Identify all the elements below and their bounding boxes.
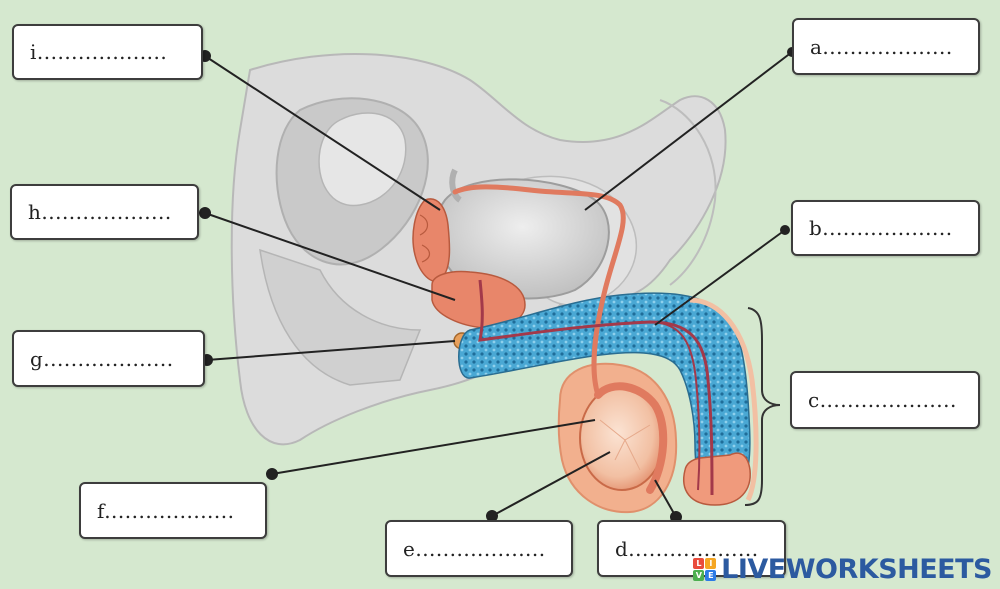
label-box-d[interactable]: d...................	[597, 520, 786, 577]
vas-deferens	[452, 184, 626, 398]
label-h-text: h...................	[28, 200, 172, 224]
leader-line-f	[271, 419, 596, 475]
label-b-text: b...................	[809, 216, 953, 240]
leader-line-b	[654, 229, 786, 326]
testis-lobules	[599, 419, 651, 471]
leader-line-i	[204, 55, 441, 211]
liveworksheets-logo-icon: L I V E	[693, 558, 717, 581]
watermark-text: LIVEWORKSHEETS	[721, 554, 992, 585]
leader-lines	[199, 47, 797, 523]
label-box-i[interactable]: i...................	[12, 24, 203, 80]
label-box-e[interactable]: e...................	[385, 520, 573, 577]
label-box-f[interactable]: f...................	[79, 482, 267, 539]
label-i-text: i...................	[30, 40, 168, 64]
leader-line-a	[584, 51, 793, 211]
seminal-vesicle-folds	[419, 214, 431, 263]
label-e-text: e...................	[403, 536, 546, 561]
label-box-g[interactable]: g...................	[12, 330, 205, 387]
prostate	[431, 270, 526, 329]
label-g-text: g...................	[30, 346, 174, 371]
label-box-h[interactable]: h...................	[10, 184, 199, 240]
foreskin-outline	[689, 297, 759, 502]
label-a-text: a...................	[810, 34, 953, 59]
leader-line-e	[491, 451, 611, 517]
leader-line-h	[204, 212, 456, 301]
label-box-a[interactable]: a...................	[792, 18, 980, 75]
label-box-b[interactable]: b...................	[791, 200, 980, 256]
label-f-text: f...................	[97, 498, 235, 523]
label-c-bracket	[744, 307, 781, 506]
logo-letter-l: L	[693, 558, 705, 569]
epididymis	[594, 382, 668, 494]
glans	[683, 452, 751, 506]
logo-letter-v: V	[693, 570, 705, 581]
liveworksheets-watermark: L I V E LIVEWORKSHEETS	[693, 554, 992, 585]
label-d-text: d...................	[615, 536, 759, 561]
logo-letter-e: E	[705, 570, 717, 581]
leader-line-d	[654, 479, 677, 518]
logo-letter-i: I	[705, 558, 717, 569]
urethra	[478, 279, 714, 496]
label-box-c[interactable]: c....................	[790, 371, 980, 429]
urethra-inner	[654, 321, 701, 491]
ureter	[449, 168, 462, 203]
leader-line-g	[206, 340, 456, 361]
label-c-text: c....................	[808, 388, 957, 412]
